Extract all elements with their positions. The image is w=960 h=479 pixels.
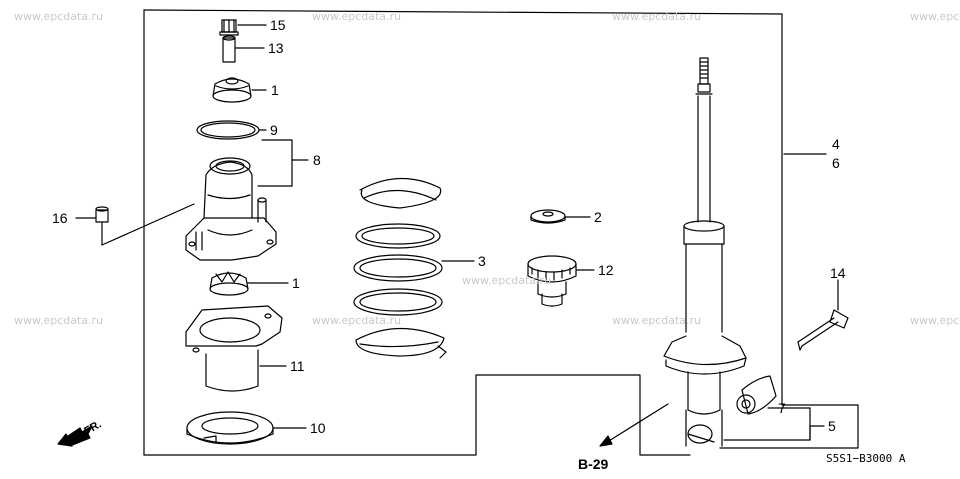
part-7-5-bushing	[723, 375, 825, 441]
callout-12: 12	[598, 262, 614, 278]
callout-4: 4	[832, 136, 840, 152]
watermark: www.epcdata.ru	[312, 314, 402, 327]
part-15-nut	[219, 19, 267, 36]
part-1-upper-mount-rubber	[212, 77, 267, 103]
callout-5: 5	[828, 418, 836, 434]
part-8-upper-mount	[185, 157, 277, 261]
callout-11: 11	[290, 358, 305, 374]
callout-7: 7	[778, 400, 786, 416]
callout-14: 14	[830, 265, 846, 281]
callout-1-lower: 1	[292, 275, 300, 291]
part-10-spring-isolator	[186, 411, 307, 445]
callout-8: 8	[313, 152, 321, 168]
diagram-code-main: S5S1−B3000	[826, 452, 893, 465]
assembly-frame-bottom	[143, 374, 691, 456]
callout-16: 16	[52, 210, 68, 226]
part-11-spring-seat	[185, 305, 287, 392]
part-4-6-shock-absorber	[663, 57, 827, 447]
b29-arrow	[599, 403, 669, 447]
callout-10: 10	[310, 420, 326, 436]
watermark: www.epcdata.ru	[612, 314, 702, 327]
callout-2: 2	[594, 209, 602, 225]
watermark: www.epcdata.ru	[612, 10, 702, 23]
part-13-collar	[222, 35, 265, 63]
part-16-nut	[75, 203, 195, 246]
part-3-coil-spring	[353, 177, 475, 359]
callout-13: 13	[268, 40, 284, 56]
watermark: www.epcdata.ru	[312, 10, 402, 23]
watermark: www.epc	[910, 314, 960, 327]
part-1-lower-bump-rubber	[209, 271, 289, 296]
part-14-bolt	[797, 279, 849, 351]
diagram-code-suffix: A	[898, 452, 906, 465]
watermark: www.epcdata.ru	[462, 274, 552, 287]
diagram-code: S5S1−B3000 A	[826, 452, 905, 465]
part-9-o-ring	[196, 120, 267, 140]
callout-15: 15	[270, 17, 286, 33]
callout-9: 9	[270, 122, 278, 138]
bracket-8	[257, 139, 293, 187]
assembly-frame	[143, 9, 859, 449]
front-arrow-icon	[57, 425, 93, 447]
callout-6: 6	[832, 155, 840, 171]
callout-3: 3	[478, 253, 486, 269]
watermark: www.epcdata.ru	[14, 10, 104, 23]
part-2-washer	[530, 209, 591, 224]
watermark: www.epcdata.ru	[14, 314, 104, 327]
watermark: www.epc	[910, 10, 960, 23]
callout-1-upper: 1	[271, 82, 279, 98]
part-12-bump-stop	[527, 255, 595, 307]
section-reference: B-29	[578, 456, 609, 472]
